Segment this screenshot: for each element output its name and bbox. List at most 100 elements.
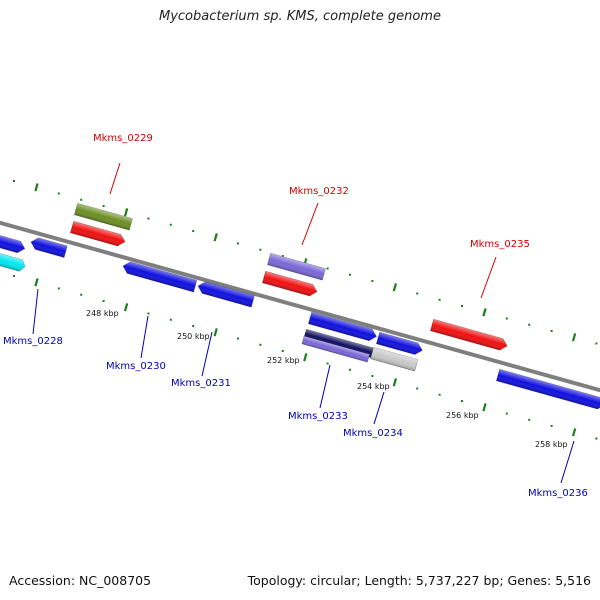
major-tick — [123, 303, 129, 312]
gene-label[interactable]: Mkms_0233 — [288, 411, 348, 422]
gene-arrow[interactable] — [29, 236, 68, 258]
gene-label[interactable]: Mkms_0236 — [528, 488, 588, 499]
minor-tick — [259, 248, 262, 251]
minor-tick — [550, 425, 553, 428]
gene-arrow[interactable] — [308, 311, 378, 342]
gene-label[interactable]: Mkms_0230 — [106, 361, 166, 372]
gene-label[interactable]: Mkms_0228 — [3, 336, 63, 347]
minor-tick — [371, 375, 374, 378]
gene-arrow[interactable] — [0, 233, 26, 254]
gene-label[interactable]: Mkms_0231 — [171, 378, 231, 389]
gene-arrow[interactable] — [267, 252, 326, 281]
minor-tick — [281, 350, 284, 353]
minor-tick — [147, 217, 150, 220]
minor-tick — [461, 305, 463, 308]
gene-arrow[interactable] — [376, 331, 424, 356]
minor-tick — [550, 330, 553, 333]
minor-tick — [237, 337, 239, 340]
genome-backbone — [0, 220, 600, 393]
gene-arrow[interactable] — [70, 220, 126, 247]
gene-label[interactable]: Mkms_0234 — [343, 428, 403, 439]
major-tick — [571, 428, 577, 437]
minor-tick — [147, 312, 150, 315]
map-title: Mycobacterium sp. KMS, complete genome — [159, 9, 441, 24]
minor-tick — [326, 267, 329, 270]
minor-tick — [13, 275, 15, 277]
genome-stats-text: Topology: circular; Length: 5,737,227 bp… — [247, 573, 591, 588]
minor-tick — [595, 342, 598, 345]
callout-line — [373, 391, 385, 425]
minor-tick — [192, 325, 195, 328]
gene-arrow[interactable] — [74, 202, 133, 231]
gene-arrow[interactable] — [430, 318, 508, 352]
gene-arrow[interactable] — [496, 368, 600, 410]
major-tick — [213, 233, 218, 242]
minor-tick — [438, 298, 441, 301]
major-tick — [123, 208, 129, 217]
label-callouts — [32, 162, 575, 484]
gene-label[interactable]: Mkms_0229 — [93, 133, 153, 144]
gene-track — [0, 202, 600, 410]
callout-line — [201, 331, 213, 377]
minor-tick — [595, 437, 598, 440]
minor-tick — [80, 198, 83, 201]
minor-tick — [102, 300, 105, 303]
major-tick — [482, 403, 487, 412]
ruler-labels: 248 kbp 250 kbp 252 kbp 254 kbp 256 kbp … — [86, 309, 568, 449]
gene-labels: Mkms_0228 Mkms_0229 Mkms_0230 Mkms_0231 … — [3, 133, 588, 499]
callout-line — [301, 202, 319, 246]
minor-tick — [349, 368, 351, 371]
major-tick — [482, 308, 487, 317]
minor-tick — [237, 242, 239, 245]
gene-arrow[interactable] — [370, 346, 419, 372]
callout-line — [109, 162, 121, 195]
minor-tick — [528, 323, 531, 326]
minor-tick — [57, 192, 60, 195]
ruler-label: 248 kbp — [86, 309, 119, 318]
callout-line — [140, 315, 149, 359]
minor-tick — [169, 318, 172, 321]
major-tick — [392, 283, 398, 292]
minor-tick — [416, 387, 419, 390]
ruler-label: 254 kbp — [357, 382, 390, 391]
minor-tick — [349, 273, 351, 276]
ruler-label: 250 kbp — [177, 332, 210, 341]
gene-label[interactable]: Mkms_0235 — [470, 239, 530, 250]
major-tick — [392, 378, 398, 387]
minor-tick — [371, 280, 374, 283]
inner-tick-track — [13, 275, 598, 440]
callout-line — [32, 288, 39, 335]
gene-label[interactable]: Mkms_0232 — [289, 186, 349, 197]
minor-tick — [528, 418, 531, 421]
minor-tick — [13, 180, 15, 182]
minor-tick — [80, 293, 83, 296]
accession-text: Accession: NC_008705 — [9, 573, 152, 588]
minor-tick — [416, 292, 419, 295]
callout-line — [480, 256, 497, 299]
ruler-label: 252 kbp — [267, 356, 300, 365]
minor-tick — [326, 362, 329, 365]
major-tick — [213, 328, 218, 337]
callout-line — [319, 364, 331, 409]
callout-line — [560, 440, 575, 484]
minor-tick — [169, 223, 172, 226]
minor-tick — [259, 343, 262, 346]
ruler-label: 256 kbp — [446, 411, 479, 420]
minor-tick — [192, 230, 195, 233]
major-tick — [34, 278, 39, 287]
minor-tick — [57, 287, 60, 290]
gene-arrow[interactable] — [121, 260, 198, 293]
minor-tick — [102, 205, 105, 208]
gene-arrow[interactable] — [196, 280, 255, 308]
outer-tick-track — [13, 180, 598, 345]
minor-tick — [505, 317, 508, 320]
gene-arrow[interactable] — [301, 335, 370, 363]
gene-arrow[interactable] — [262, 270, 318, 297]
ruler-label: 258 kbp — [535, 440, 568, 449]
minor-tick — [281, 255, 284, 258]
gene-arrow[interactable] — [0, 251, 26, 272]
minor-tick — [505, 412, 508, 415]
minor-tick — [438, 393, 441, 396]
